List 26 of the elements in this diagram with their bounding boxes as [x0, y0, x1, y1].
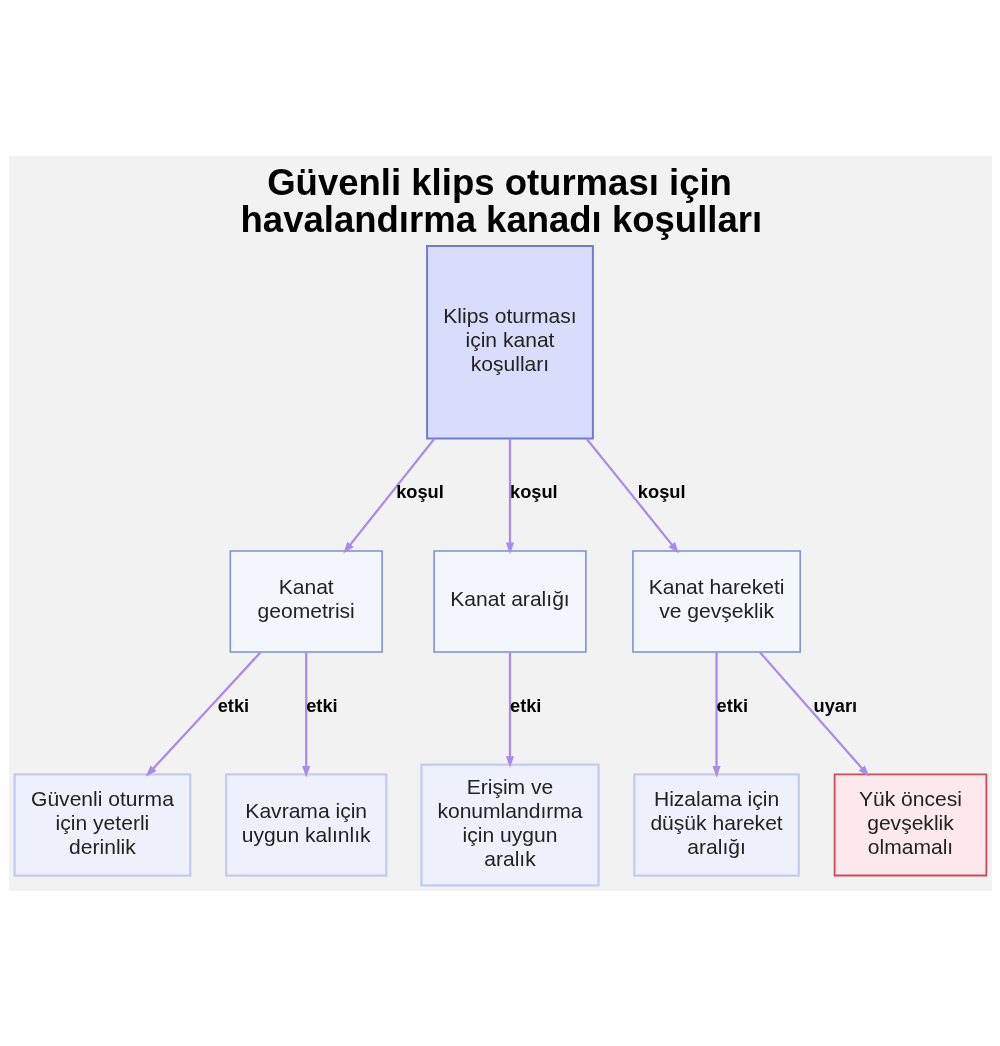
diagram-title: Güvenli klips oturması için havalandırma kanadı koşulları [240, 161, 762, 240]
arrow [758, 651, 869, 777]
node-box: Hizalama için düşük hareket aralığı [632, 772, 800, 877]
arrow [585, 437, 679, 553]
arrow [712, 651, 721, 778]
edge-label: etki [716, 694, 748, 716]
edge-label: koşul [395, 480, 444, 502]
node-box: Kanat aralığı [432, 549, 587, 653]
node-box: Kanat geometrisi [229, 549, 383, 653]
arrow [301, 651, 310, 778]
arrow [505, 651, 514, 768]
node-box: Erişim ve konumlandırma için uygun aralık [419, 762, 600, 886]
node-box: Kavrama için uygun kalınlık [224, 772, 387, 877]
arrow [342, 437, 435, 553]
edge-label: koşul [637, 480, 686, 502]
node-box: Yük öncesi gevşeklik olmamalı [833, 772, 987, 876]
edge-label: etki [509, 694, 541, 716]
edge-label: koşul [509, 480, 558, 502]
node-box: Güvenli oturma için yeterli derinlik [13, 772, 191, 877]
node-box: Kanat hareketi ve gevşeklik [631, 549, 801, 653]
node-box: Klips oturması için kanat koşulları [425, 244, 594, 439]
edge-label: uyarı [813, 694, 857, 716]
arrow [145, 651, 261, 777]
edge-label: etki [217, 694, 249, 716]
edge-label: etki [305, 694, 338, 716]
arrow [505, 438, 514, 554]
